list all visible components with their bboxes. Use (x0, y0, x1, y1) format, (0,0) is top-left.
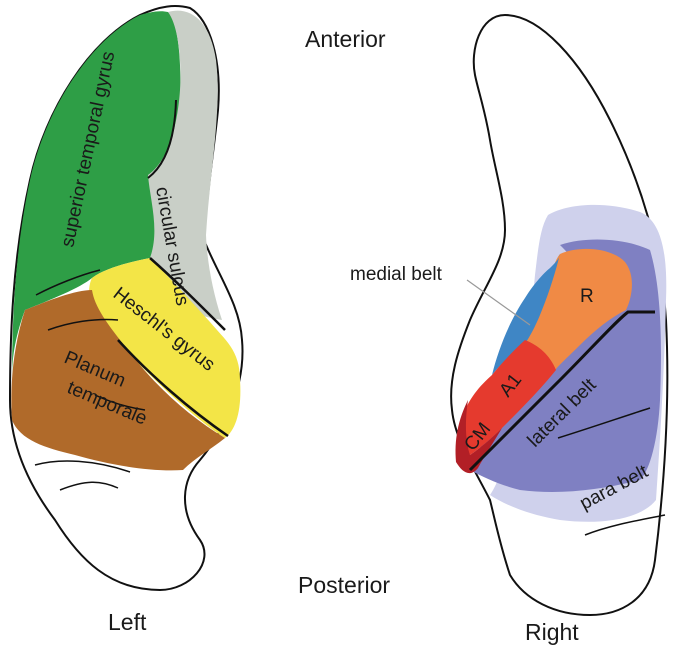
R-label: R (580, 286, 594, 307)
posterior-label: Posterior (298, 572, 390, 598)
medial-belt-label: medial belt (350, 264, 443, 285)
anterior-label: Anterior (305, 26, 386, 52)
left-label: Left (108, 609, 147, 635)
right-label: Right (525, 619, 579, 645)
left-hemisphere: superior temporal gyrus circular sulcus … (10, 6, 242, 590)
right-hemisphere: medial belt R A1 CM lateral belt para be… (350, 15, 667, 615)
